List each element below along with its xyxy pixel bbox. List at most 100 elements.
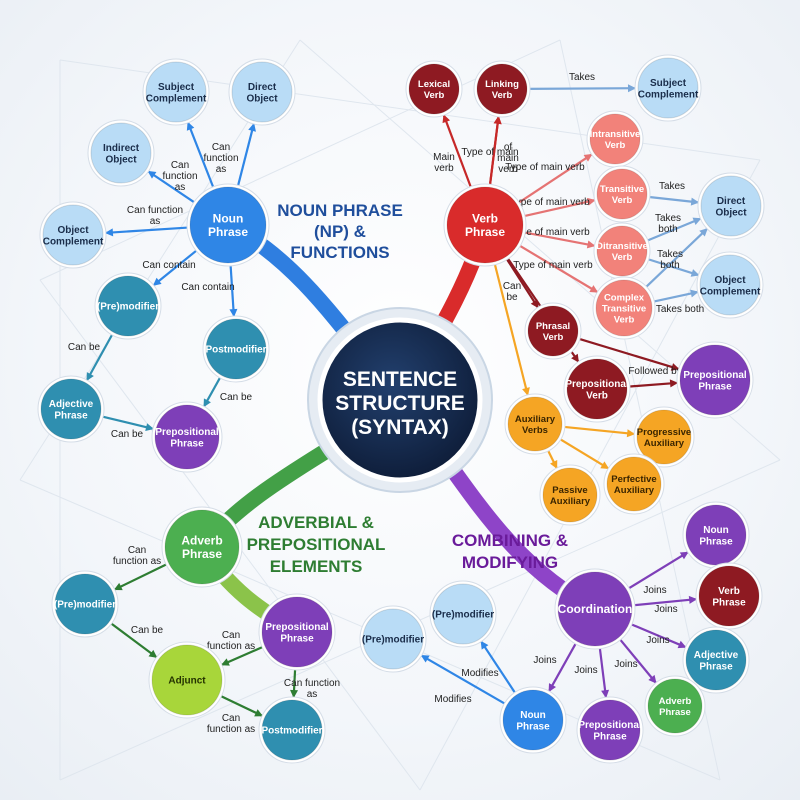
node-label-line: Ditransitive	[596, 241, 648, 252]
node-postmod1[interactable]: Postmodifier	[202, 315, 270, 383]
edge-line	[576, 337, 680, 371]
node-circle	[446, 186, 524, 264]
edge-line	[561, 425, 636, 436]
node-label-line: (Pre)modifier	[362, 635, 424, 646]
edge-label: Joins	[614, 659, 637, 670]
node-label-line: Intransitive	[590, 129, 641, 140]
edge-line	[631, 597, 698, 607]
node-adjunct[interactable]: Adjunct	[148, 641, 226, 719]
node-circle	[685, 504, 747, 566]
edge-line	[643, 227, 709, 290]
edge-line	[229, 262, 236, 318]
edge-arrowhead	[548, 683, 556, 693]
edge-arrowhead	[586, 240, 596, 249]
node-label-line: Auxiliary	[550, 496, 591, 507]
node-label-line: Adverb	[659, 696, 692, 707]
background-line	[39, 39, 561, 281]
edge-arrowhead	[442, 114, 451, 124]
section-adverbial-line-2: PREPOSITIONAL	[247, 535, 386, 554]
edge-label: Type of main	[461, 147, 518, 158]
node-coord[interactable]: Coordination	[554, 568, 636, 650]
node-label-line: Noun	[520, 710, 546, 721]
edge-arrowhead	[229, 308, 238, 318]
node-label-line: Phrasal	[536, 321, 570, 332]
edge-arrowhead	[690, 197, 700, 206]
edge-label-line: Takes both	[656, 304, 704, 315]
edge-arrowhead	[550, 460, 558, 469]
node-circle	[647, 678, 703, 734]
edge-arrowhead	[248, 123, 256, 132]
node-circle	[636, 409, 692, 465]
edge-label: Takes	[569, 72, 595, 83]
edge-line	[104, 226, 191, 235]
edge-label: Can contain	[181, 282, 234, 293]
node-label-line: Phrase	[593, 731, 627, 742]
section-noun-line-2: (NP) &	[314, 222, 366, 241]
edge-line	[645, 257, 700, 277]
edge-label-line: as	[307, 689, 318, 700]
edge-line	[521, 198, 596, 218]
node-label-line: Verb	[612, 195, 633, 206]
edge-label-line: both	[658, 224, 677, 235]
node-label-line: Adjunct	[168, 676, 206, 687]
edge-label: Type of main verb	[510, 227, 590, 238]
center-node[interactable]: SENTENCE STRUCTURE (SYNTAX)	[307, 307, 493, 493]
node-label-line: Subject	[650, 78, 687, 89]
node-postmod2[interactable]: Postmodifier	[258, 696, 326, 764]
node-label-line: Phrase	[516, 721, 550, 732]
edge-label-line: be	[506, 292, 518, 303]
node-label-line: Phrase	[182, 547, 222, 561]
node-premod4[interactable]: (Pre)modifier	[359, 605, 427, 673]
node-premod3[interactable]: (Pre)modifier	[429, 580, 497, 648]
node-premod2[interactable]: (Pre)modifier	[51, 570, 119, 638]
edge-line	[617, 636, 658, 685]
edge-arrowhead	[648, 674, 657, 684]
edge-line	[493, 261, 530, 397]
node-circle	[476, 63, 528, 115]
edge-label-line: verb	[498, 164, 518, 175]
node-label-line: Auxiliary	[515, 414, 556, 425]
edge-label-line: as	[175, 182, 186, 193]
edge-line	[651, 290, 699, 304]
node-premod1[interactable]: (Pre)modifier	[94, 272, 162, 340]
edge-label: Type of main verb	[510, 197, 590, 208]
edge-label: Can be	[220, 392, 253, 403]
edge-label-line: Can function	[127, 205, 183, 216]
